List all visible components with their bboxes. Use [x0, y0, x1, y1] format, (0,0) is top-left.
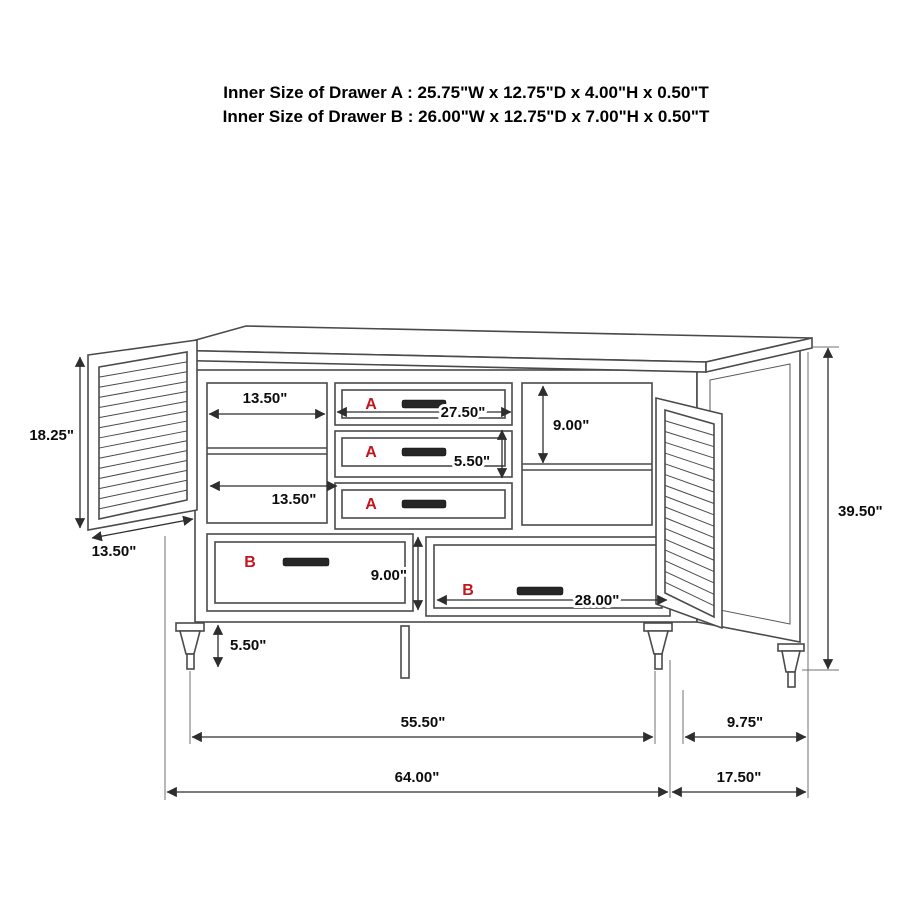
header-drawer-a-size: Inner Size of Drawer A : 25.75"W x 12.75… — [223, 83, 709, 102]
dim-base-width-label: 55.50" — [401, 714, 446, 731]
dim-leg-height: 5.50" — [212, 624, 269, 668]
drawer-a-2-handle — [401, 447, 447, 457]
dim-drawer-a-height-label: 5.50" — [454, 453, 490, 470]
drawer-a-2-label: A — [365, 444, 377, 461]
drawer-b-2-label: B — [462, 582, 474, 599]
drawer-a-1-handle — [401, 399, 447, 409]
dim-overall-width-label: 64.00" — [395, 769, 440, 786]
dim-drawer-b-width: 28.00" — [436, 589, 668, 612]
dim-drawer-a-height: 5.50" — [451, 429, 508, 479]
drawer-a-1-label: A — [365, 396, 377, 413]
drawer-b-2 — [425, 536, 671, 617]
dim-drawer-b-height: 9.00" — [368, 536, 424, 611]
cabinet-drawing — [87, 325, 813, 688]
dim-back-leg-offset-label: 9.75" — [727, 714, 763, 731]
dim-back-leg-offset: 9.75" — [684, 711, 807, 743]
dim-shelf-width-upper: 13.50" — [208, 387, 326, 420]
center-support-leg — [400, 625, 410, 679]
extension-lines — [164, 352, 809, 800]
dimension-annotations: 13.50" 18.25" 13.50" 13.50" 27.50" 5.50"… — [26, 346, 886, 798]
dim-overall-width: 64.00" — [166, 766, 669, 798]
drawer-b-2-handle — [516, 586, 564, 596]
drawer-a-3-label: A — [365, 496, 377, 513]
right-louvered-door — [655, 396, 723, 630]
dim-left-door-height: 18.25" — [26, 356, 86, 529]
dim-shelf-width-upper-label: 13.50" — [243, 390, 288, 407]
left-door-louvers — [98, 361, 188, 510]
dim-shelf-width-lower: 13.50" — [209, 480, 338, 511]
front-right-leg — [643, 622, 673, 670]
dim-right-shelf-height: 9.00" — [537, 385, 592, 464]
dim-right-shelf-height-label: 9.00" — [553, 417, 589, 434]
back-right-leg — [777, 643, 805, 688]
drawer-b-1-handle — [282, 557, 330, 567]
header-drawer-b-size: Inner Size of Drawer B : 26.00"W x 12.75… — [223, 107, 710, 126]
front-left-leg — [175, 622, 205, 670]
drawer-a-3 — [334, 482, 513, 530]
dim-overall-height: 39.50" — [802, 346, 886, 671]
drawer-letter-labels: A A A B B — [244, 396, 474, 599]
dim-drawer-a-width: 27.50" — [336, 401, 512, 424]
dim-drawer-b-width-label: 28.00" — [575, 592, 620, 609]
drawer-b-1-label: B — [244, 554, 256, 571]
dim-drawer-b-height-label: 9.00" — [371, 567, 407, 584]
dim-drawer-a-width-label: 27.50" — [441, 404, 486, 421]
right-door-louvers — [664, 420, 715, 607]
drawer-a-2 — [334, 430, 513, 478]
dim-left-door-width-label: 13.50" — [92, 543, 137, 560]
dim-left-door-height-label: 18.25" — [29, 427, 74, 444]
left-compartment — [206, 382, 328, 524]
cabinet-top — [159, 325, 813, 374]
drawer-a-3-handle — [401, 499, 447, 509]
dim-shelf-width-lower-label: 13.50" — [272, 491, 317, 508]
dim-overall-height-label: 39.50" — [838, 503, 883, 520]
dim-base-width: 55.50" — [191, 711, 654, 743]
right-compartment — [521, 382, 653, 526]
left-louvered-door — [87, 339, 198, 531]
drawer-a-1 — [334, 382, 513, 426]
dim-leg-height-label: 5.50" — [230, 637, 266, 654]
drawer-b-1 — [206, 533, 414, 612]
dim-overall-depth-label: 17.50" — [717, 769, 762, 786]
dim-overall-depth: 17.50" — [671, 766, 807, 798]
dim-left-door-width: 13.50" — [89, 515, 194, 563]
